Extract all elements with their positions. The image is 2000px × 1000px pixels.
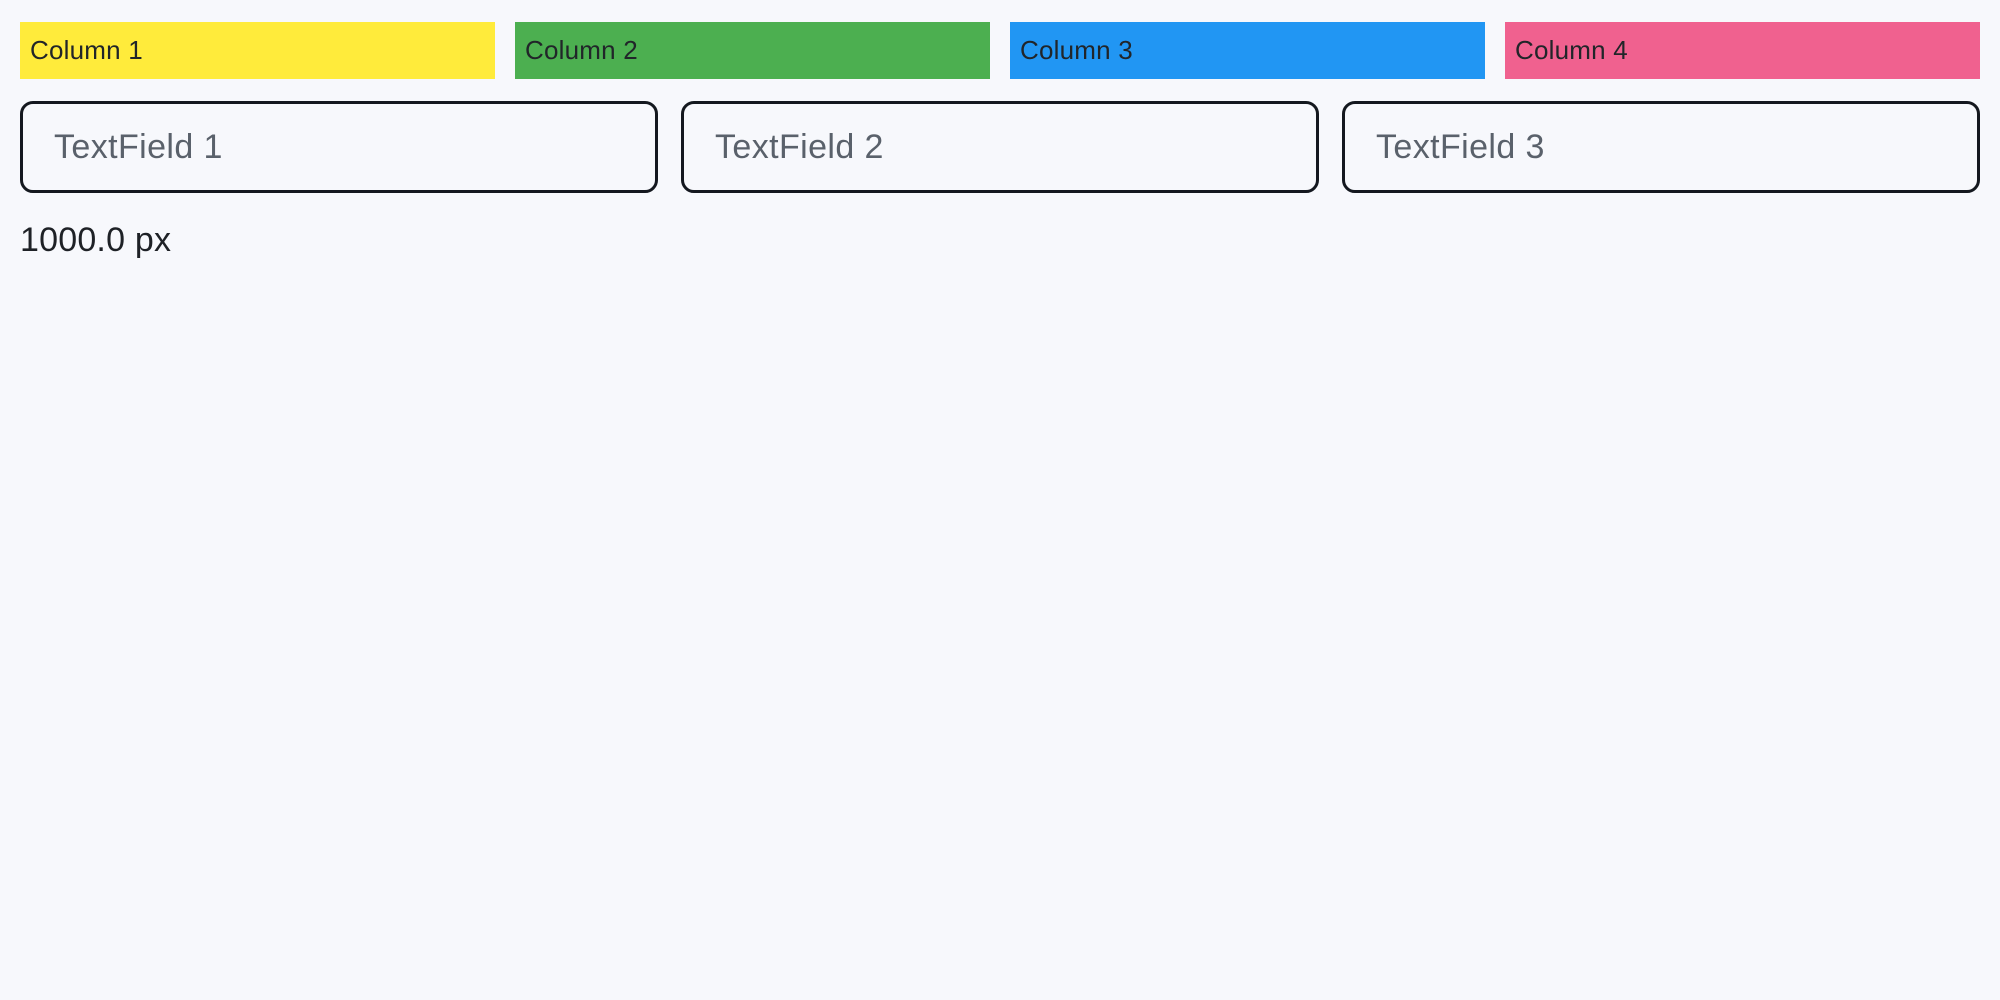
columns-row: Column 1 Column 2 Column 3 Column 4 bbox=[20, 22, 1980, 79]
textfield-2[interactable] bbox=[681, 101, 1319, 193]
textfields-row bbox=[20, 101, 1980, 193]
column-4-label: Column 4 bbox=[1515, 35, 1628, 65]
column-header-2: Column 2 bbox=[515, 22, 990, 79]
textfield-3[interactable] bbox=[1342, 101, 1980, 193]
column-header-4: Column 4 bbox=[1505, 22, 1980, 79]
width-indicator-label: 1000.0 px bbox=[20, 221, 172, 259]
textfield-1[interactable] bbox=[20, 101, 658, 193]
column-1-label: Column 1 bbox=[30, 35, 143, 65]
column-header-3: Column 3 bbox=[1010, 22, 1485, 79]
column-3-label: Column 3 bbox=[1020, 35, 1133, 65]
column-header-1: Column 1 bbox=[20, 22, 495, 79]
column-2-label: Column 2 bbox=[525, 35, 638, 65]
